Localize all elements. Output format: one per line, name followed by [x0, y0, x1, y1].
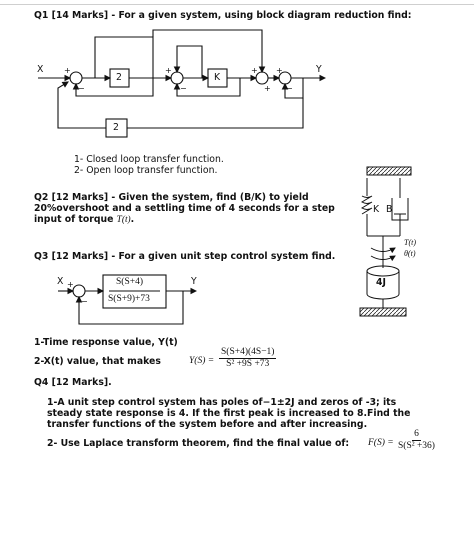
q3-item-2-numerator: S(S+4)(4S−1) — [219, 347, 277, 359]
svg-text:+: + — [276, 66, 283, 75]
q3-item-1: 1-Time response value, Y(t) — [34, 337, 178, 348]
q4-title: Q4 [12 Marks]. — [34, 377, 112, 388]
q2-torque-label: T(t) — [404, 238, 416, 247]
svg-text:−: − — [78, 84, 85, 93]
svg-text:+: + — [165, 66, 172, 75]
svg-text:+: + — [251, 66, 258, 75]
q4-item-2: 2- Use Laplace transform theorem, find t… — [47, 438, 350, 449]
q2-line-1: Q2 [12 Marks] - Given the system, find (… — [34, 192, 309, 203]
q4-para1-line-1: 1-A unit step control system has poles o… — [47, 397, 397, 408]
svg-text:−: − — [180, 84, 187, 93]
q4-item-2-numerator: 6 — [412, 429, 421, 441]
q1-block-2-top-label: 2 — [116, 72, 122, 83]
q3-item-2-lhs: Y(S) = — [189, 356, 215, 366]
q2-line-2: 20%overshoot and a settling time of 4 se… — [34, 203, 335, 214]
q3-sum-junction — [72, 284, 86, 298]
q2-torque-math: T(t) — [116, 215, 131, 225]
q1-output-label: Y — [316, 64, 322, 75]
q2-line-3-prefix: input of torque — [34, 214, 117, 225]
q3-item-2-denominator: S² +9S +73 — [226, 359, 270, 369]
q2-theta-label: θ(t) — [404, 249, 416, 258]
q1-block-k-label: K — [214, 72, 221, 83]
q1-input-label: X — [37, 64, 44, 75]
svg-text:+: + — [64, 66, 71, 75]
q1-item-1: 1- Closed loop transfer function. — [74, 154, 224, 165]
q2-damper-b-label: B — [386, 204, 393, 215]
q3-output-label: Y — [191, 276, 197, 287]
q3-title: Q3 [12 Marks] - For a given unit step co… — [34, 251, 336, 262]
svg-text:+: + — [67, 280, 74, 289]
top-rule — [0, 4, 474, 5]
svg-text:−: − — [286, 84, 293, 93]
q3-item-2: 2-X(t) value, that makes — [34, 356, 161, 367]
q2-line-3-suffix: . — [130, 214, 135, 225]
q3-block-denominator: S(S+9)+73 — [108, 294, 150, 304]
q2-spring-k-label: K — [373, 204, 380, 215]
q4-para1-line-3: transfer functions of the system before … — [47, 419, 368, 430]
q2-inertia-label: 4J — [376, 277, 386, 288]
svg-text:−: − — [81, 297, 88, 306]
q4-item-2-fraction: 6 S(S² +36) — [396, 429, 437, 452]
q3-item-2-fraction: S(S+4)(4S−1) S² +9S +73 — [219, 347, 277, 370]
q4-para1-line-2: steady state response is 4. If the first… — [47, 408, 411, 419]
q4-item-2-lhs: F(S) = — [368, 438, 394, 448]
q4-item-2-denominator: S(S² +36) — [398, 441, 435, 451]
q1-title: Q1 [14 Marks] - For a given system, usin… — [34, 10, 412, 21]
q2-line-3: input of torque T(t). — [34, 214, 134, 225]
q3-block-numerator: S(S+4) — [116, 277, 144, 287]
q1-item-2: 2- Open loop transfer function. — [74, 165, 218, 176]
svg-text:+: + — [264, 84, 271, 93]
q1-block-2-bottom-label: 2 — [113, 122, 119, 133]
q3-input-label: X — [57, 276, 64, 287]
